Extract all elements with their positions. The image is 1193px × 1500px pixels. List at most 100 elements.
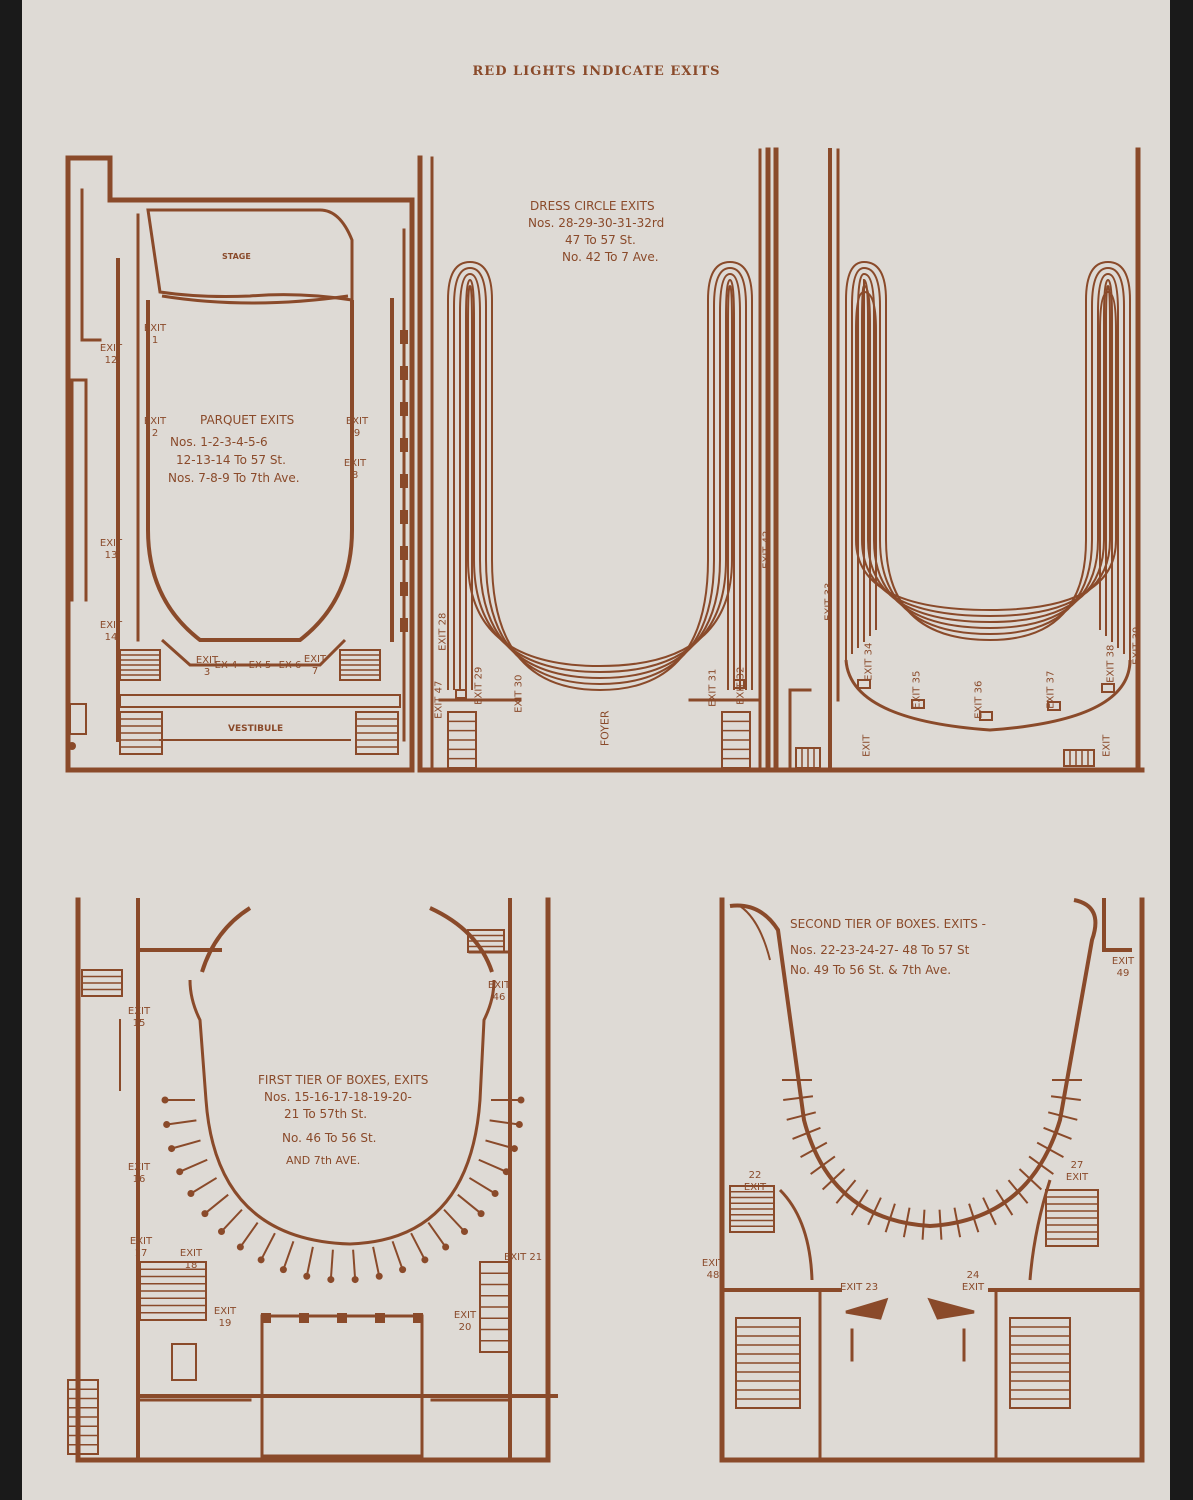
second-tier-line-1: Nos. 22-23-24-27- 48 To 57 St [790,943,970,957]
parquet-seating [146,300,354,642]
box-partition [457,1193,481,1214]
exit-label: EXIT 28 [437,612,449,651]
door-marker [400,438,408,452]
box-seat [399,1266,407,1274]
paper-sheet [22,0,1170,1500]
door-marker [337,1313,347,1323]
exit-label: EXIT 30 [513,674,525,713]
door-marker [400,402,408,416]
box-partition [410,1232,425,1259]
box-seat [201,1210,209,1218]
box-partition [1028,1155,1054,1175]
exit-label: EXIT 36 [973,680,985,719]
box-partition [168,1119,197,1126]
box-partition [1007,1179,1029,1204]
door-marker [911,699,925,709]
door-marker [1101,683,1115,693]
box-partition [306,1246,314,1275]
box-partition [489,1119,518,1126]
box-partition [173,1139,201,1149]
exit-label: EXIT 39 [1131,626,1143,665]
exit-label: EXIT 7 [303,654,327,677]
dress-circle-line-3: No. 42 To 7 Ave. [562,250,659,264]
dress-circle-row [447,260,753,692]
box-seat [510,1145,518,1153]
box-seat [218,1228,226,1236]
exit-label: EXIT 12 [99,343,123,366]
box-seat [187,1190,195,1198]
exit-label: EXIT 37 [1045,670,1057,709]
box-partition [786,1111,817,1121]
door-marker [299,1313,309,1323]
door-marker [413,1313,423,1323]
door-marker [375,1313,385,1323]
balcony-row [845,260,1131,660]
door-marker [400,474,408,488]
box-seat [327,1276,335,1284]
dress-circle-row [467,284,733,690]
exit-label: EXIT 1 [143,323,167,346]
box-partition [485,1139,513,1149]
exit-label: EXIT 31 [707,668,719,707]
exit-label: EXIT 34 [863,642,875,681]
door-marker [400,366,408,380]
box-partition [352,1249,357,1278]
box-partition [192,1177,218,1194]
box-partition [329,1249,334,1278]
stair-landing [927,1297,975,1320]
box-partition [1047,1111,1078,1121]
box-seat [515,1121,523,1129]
proscenium [161,294,349,305]
exit-label: EXIT 16 [127,1162,151,1185]
box-partition [953,1207,962,1238]
box-partition [792,1126,821,1140]
first-tier-line-3: No. 46 To 56 St. [282,1131,377,1145]
box-seat [491,1190,499,1198]
box-seat [303,1272,311,1280]
exit-label: EXIT [1101,734,1113,757]
door-marker [1047,701,1061,711]
box-partition [902,1207,911,1238]
box-partition [1036,1141,1064,1158]
second-tier-line-2: No. 49 To 56 St. & 7th Ave. [790,963,952,977]
exit-label: EXIT 33 [823,582,835,621]
box-partition [205,1193,229,1214]
dress-circle-row [465,278,735,690]
box-partition [995,1189,1014,1216]
box-partition [850,1189,869,1216]
exit-label: EXIT 13 [99,538,123,561]
exit-label: 22 EXIT [743,1170,767,1193]
door-marker [400,330,408,344]
balcony-front [844,659,1132,732]
box-partition [261,1232,276,1259]
box-partition [800,1141,828,1158]
banner-heading: RED LIGHTS INDICATE EXITS [472,64,721,79]
parquet-front [161,638,347,667]
exit-label: EXIT 23 [840,1282,879,1293]
door-marker [68,742,76,750]
plan-curve [1028,1179,1052,1281]
box-partition [443,1208,464,1231]
balcony-row [851,266,1125,654]
door-marker [261,1313,271,1323]
box-partition [391,1241,403,1269]
exit-label: EXIT 3 [195,655,219,678]
box-seat [279,1266,287,1274]
stair-landing [845,1297,889,1320]
plan-curve [739,905,771,961]
exit-label: EXIT 14 [99,620,123,643]
box-partition [1018,1168,1043,1191]
box-partition [181,1158,208,1172]
vestibule-label: VESTIBULE [228,724,284,734]
box-partition [372,1246,380,1275]
exit-label: EXIT 21 [504,1252,543,1263]
door-marker [857,679,871,689]
exit-label: EXIT 8 [343,458,367,481]
exit-label: EXIT [861,734,873,757]
exit-label: EXIT 19 [213,1306,237,1329]
box-partition [938,1209,943,1240]
box-seat [421,1256,429,1264]
exit-label: EXIT 32 [735,666,747,705]
exit-label: EX 4 [214,660,238,671]
box-seat [161,1096,169,1104]
